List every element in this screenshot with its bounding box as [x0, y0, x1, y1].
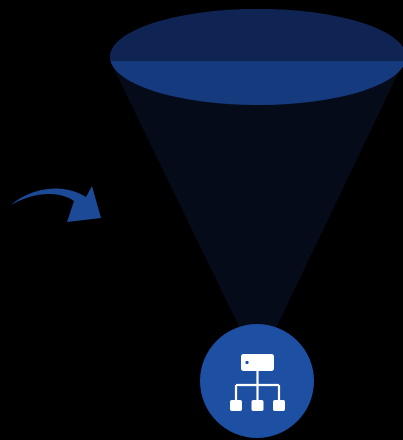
hierarchy-icon	[230, 354, 285, 411]
hierarchy-node	[200, 324, 314, 438]
funnel-body	[111, 63, 403, 345]
funnel-rim	[110, 9, 403, 105]
curved-arrow-icon	[11, 186, 101, 222]
